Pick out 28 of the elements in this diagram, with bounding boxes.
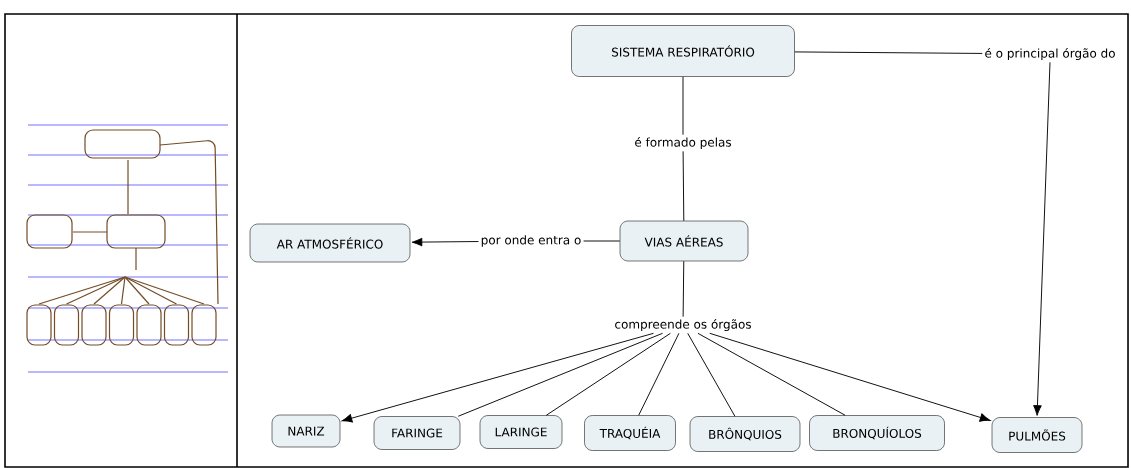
linking-phrase: compreende os órgãos bbox=[612, 316, 754, 334]
concept-box: BRÔNQUIOS bbox=[689, 416, 801, 452]
connector bbox=[341, 332, 654, 423]
concept-box: PULMÕES bbox=[991, 417, 1083, 453]
concept-box: LARINGE bbox=[479, 415, 563, 449]
connector bbox=[682, 76, 684, 136]
concept-box: VIAS AÉREAS bbox=[619, 220, 749, 262]
connector bbox=[687, 332, 736, 417]
linking-phrase: é formado pelas bbox=[632, 134, 734, 152]
connector bbox=[583, 240, 621, 242]
concept-box: SISTEMA RESPIRATÓRIO bbox=[571, 25, 795, 77]
concept-box: FARINGE bbox=[373, 416, 461, 450]
linking-phrase: por onde entra o bbox=[478, 233, 584, 249]
concept-box: TRAQUÉIA bbox=[584, 415, 676, 451]
connector bbox=[457, 332, 663, 417]
connector bbox=[638, 332, 680, 416]
connector bbox=[545, 332, 671, 416]
connector bbox=[709, 332, 991, 422]
connector bbox=[682, 150, 685, 222]
connector bbox=[1033, 61, 1051, 416]
connector bbox=[411, 237, 479, 247]
concept-box: BRONQUÍOLOS bbox=[809, 415, 945, 451]
concept-box: AR ATMOSFÉRICO bbox=[249, 223, 411, 263]
connector bbox=[794, 51, 983, 54]
linking-phrase: é o principal órgão do bbox=[982, 45, 1118, 63]
connector bbox=[682, 260, 685, 318]
connector bbox=[697, 332, 846, 416]
concept-box: NARIZ bbox=[271, 414, 341, 448]
